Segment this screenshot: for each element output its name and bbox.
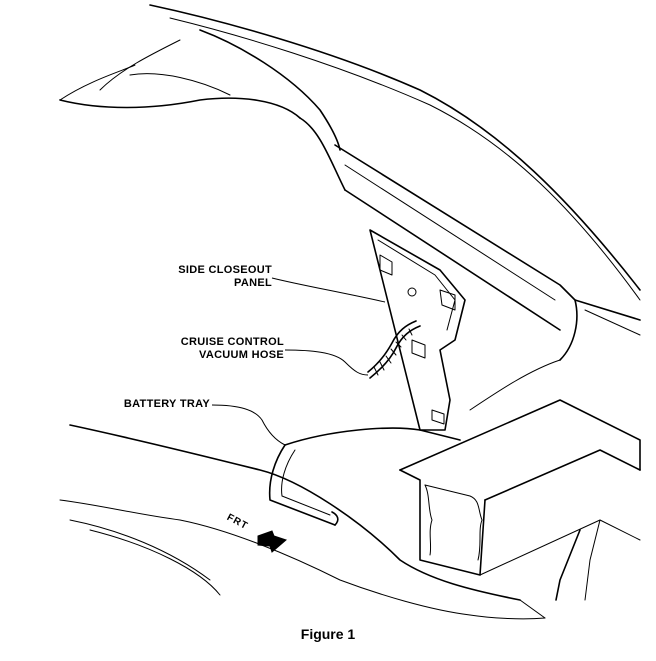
cruise-control-vacuum-hose-label: CRUISE CONTROL VACUUM HOSE [150,336,284,362]
fender-outline [59,4,641,301]
lower-body-contours [59,424,546,620]
battery-tray [268,427,461,526]
vacuum-hose [367,320,421,379]
side-closeout-panel-label-line2: PANEL [234,277,272,289]
side-closeout-panel-label-line1: SIDE CLOSEOUT [178,264,272,276]
inner-fender-panel [334,144,641,411]
leader-lines [211,277,386,446]
cruise-control-vacuum-hose-label-line2: VACUUM HOSE [199,349,284,361]
cruise-control-vacuum-hose-label-line1: CRUISE CONTROL [180,336,284,348]
side-closeout-panel-label: SIDE CLOSEOUT PANEL [150,264,272,290]
front-direction-arrow-icon [257,530,287,553]
frame-rail [399,399,641,601]
battery-tray-label: BATTERY TRAY [96,398,210,411]
battery-tray-label-line1: BATTERY TRAY [123,398,210,410]
side-closeout-panel [369,229,466,431]
figure-caption: Figure 1 [300,626,356,642]
